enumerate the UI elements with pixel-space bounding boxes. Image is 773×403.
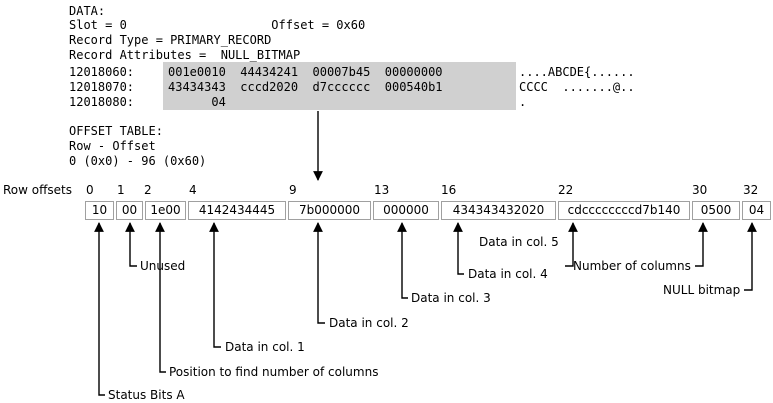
slot-line: Slot = 0 Offset = 0x60 [69,18,366,32]
dump-ascii: CCCC .......@.. [519,80,635,94]
label-col3: Data in col. 3 [411,291,491,305]
row-cell-null-bitmap: 04 [742,201,771,220]
col2-leader [313,222,325,324]
label-col4: Data in col. 4 [468,267,548,281]
unused-leader [125,222,137,267]
col4-leader [453,222,464,275]
dump-address: 12018060: [69,65,135,79]
offset-number: 13 [374,183,390,197]
dump-hex: 04 [168,95,226,109]
dump-hex: 43434343 cccd2020 d7cccccc 000540b1 [168,80,443,94]
offset-number: 0 [86,183,94,197]
dump-ascii: ....ABCDE{...... [519,65,635,79]
offset-table-header: OFFSET TABLE: [69,124,163,138]
row-cell-status-bits: 10 [85,201,114,220]
row-cell-unused: 00 [116,201,143,220]
offset-number: 2 [144,183,152,197]
dump-address: 12018070: [69,80,135,94]
label-num-columns: Number of columns [573,259,691,273]
dump-address: 12018080: [69,95,135,109]
label-col1: Data in col. 1 [225,340,305,354]
row-cell-num-columns: 0500 [692,201,740,220]
row-cell-col5: cdccccccccd7b140 [558,201,690,220]
row-cell-column-position: 1e00 [145,201,186,220]
dump-hex: 001e0010 44434241 00007b45 00000000 [168,65,443,79]
offset-number: 1 [117,183,125,197]
label-status-bits: Status Bits A [108,388,185,402]
offset-number: 16 [441,183,457,197]
label-null-bitmap: NULL bitmap [663,283,741,297]
offset-table-entry: 0 (0x0) - 96 (0x60) [69,154,207,168]
hex-highlight [163,62,516,110]
label-position: Position to find number of columns [169,365,379,379]
dump-ascii: . [519,95,527,109]
num-columns-leader [695,222,708,267]
row-cell-col1: 4142434445 [188,201,286,220]
data-header: DATA: [69,4,106,18]
null-bitmap-leader [744,222,757,291]
row-cell-col2: 7b000000 [288,201,371,220]
label-col5: Data in col. 5 [479,235,559,249]
row-cell-col3: 000000 [373,201,439,220]
record-type-line: Record Type = PRIMARY_RECORD [69,33,272,47]
offset-number: 4 [189,183,197,197]
col1-leader [209,222,221,348]
offset-number: 32 [743,183,759,197]
label-unused: Unused [140,259,186,273]
offset-number: 30 [692,183,708,197]
offset-number: 22 [558,183,574,197]
col5-leader [565,222,578,267]
status-bits-leader [94,222,105,396]
record-attributes-line: Record Attributes = NULL_BITMAP [69,48,301,62]
position-leader [155,222,166,373]
row-cell-col4: 434343432020 [441,201,556,220]
label-col2: Data in col. 2 [329,316,409,330]
offset-number: 9 [289,183,297,197]
col3-leader [397,222,408,299]
row-offsets-label: Row offsets [3,183,72,197]
offset-table-columns: Row - Offset [69,139,156,153]
